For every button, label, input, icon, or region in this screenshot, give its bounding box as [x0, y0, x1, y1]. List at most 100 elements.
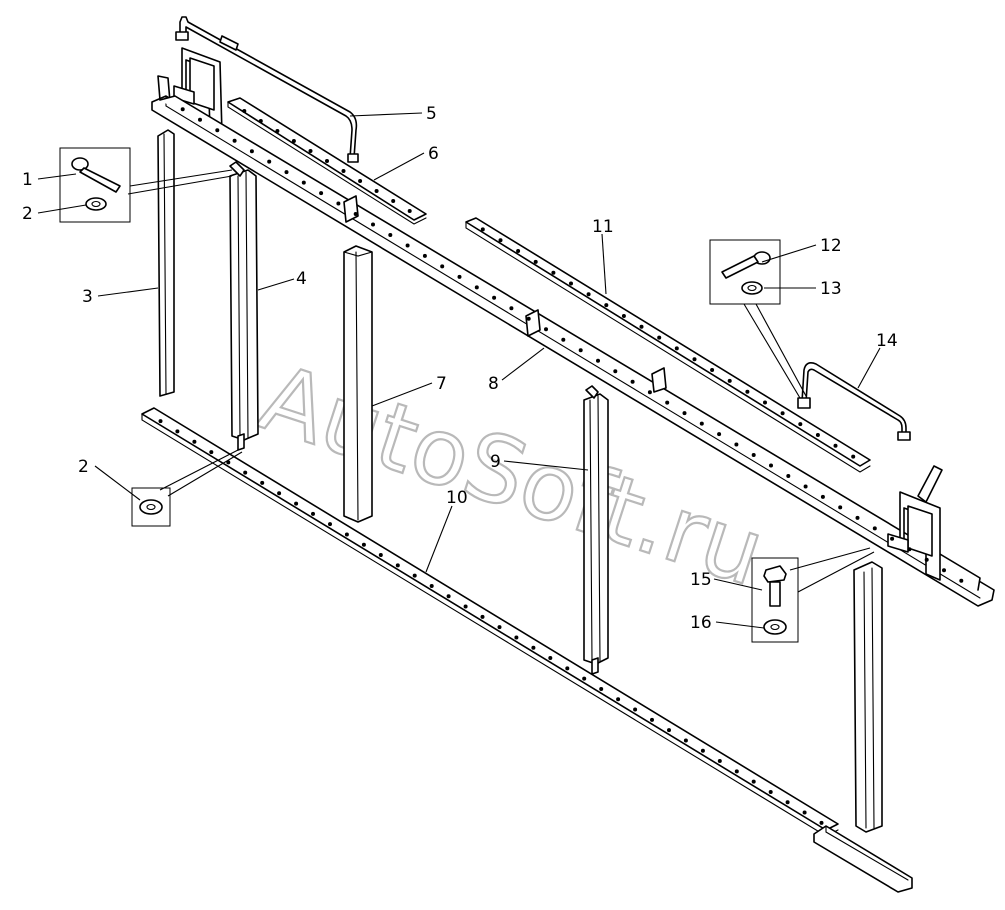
mounting-hole — [429, 584, 434, 588]
mounting-hole — [422, 253, 427, 258]
mounting-hole — [175, 429, 180, 434]
right-channel-post — [853, 561, 883, 833]
mounting-hole — [258, 119, 263, 123]
mounting-hole — [717, 759, 722, 763]
mounting-hole — [226, 460, 231, 465]
bottom-right-angle — [813, 825, 913, 893]
mounting-hole — [353, 212, 358, 216]
mounting-hole — [544, 327, 548, 332]
mounting-hole — [924, 557, 929, 562]
mounting-hole — [692, 357, 697, 362]
mounting-hole — [492, 295, 497, 300]
mounting-hole — [243, 470, 248, 475]
mounting-hole — [745, 389, 750, 394]
mounting-hole — [405, 243, 410, 248]
lock-washer-icon — [763, 619, 787, 635]
mounting-hole — [633, 707, 638, 712]
mounting-hole — [198, 117, 202, 122]
mounting-hole — [734, 769, 739, 774]
mounting-hole — [768, 790, 773, 794]
label-11: 11 — [592, 217, 614, 237]
mounting-hole — [616, 697, 621, 702]
mounting-hole — [344, 532, 349, 537]
mounting-hole — [516, 249, 521, 253]
mounting-hole — [907, 547, 912, 552]
mounting-hole — [621, 314, 626, 318]
label-12: 12 — [820, 236, 842, 256]
mounting-hole — [599, 687, 604, 691]
mounting-hole — [311, 511, 315, 516]
mounting-hole — [683, 738, 688, 743]
mounting-hole — [727, 378, 732, 383]
part-8-top-rail — [151, 95, 995, 607]
watermark-text: AutoSoft.ru — [248, 344, 776, 607]
mounting-hole — [734, 442, 739, 447]
mounting-hole — [395, 563, 400, 568]
label-8: 8 — [488, 374, 499, 394]
mounting-hole — [769, 463, 773, 468]
callout-box-2-lower — [131, 449, 243, 527]
mounting-hole — [665, 400, 670, 405]
part-14-handle-bar — [797, 362, 911, 441]
mounting-hole — [596, 358, 600, 363]
mounting-hole — [565, 666, 570, 671]
pin-head-icon — [71, 157, 89, 171]
mounting-hole — [457, 274, 462, 279]
mounting-hole — [798, 422, 803, 427]
mounting-hole — [551, 270, 556, 275]
label-3: 3 — [82, 287, 93, 307]
mounting-hole — [267, 159, 272, 164]
label-2-lower: 2 — [78, 457, 89, 477]
mounting-hole — [371, 222, 375, 227]
mounting-hole — [531, 645, 536, 650]
left-bracket — [157, 47, 223, 135]
mounting-hole — [192, 439, 197, 444]
mounting-hole — [582, 676, 587, 681]
mounting-hole — [569, 281, 573, 286]
label-2-upper: 2 — [22, 204, 33, 224]
mounting-hole — [872, 526, 877, 531]
mounting-hole — [682, 411, 687, 416]
mounting-hole — [480, 227, 485, 232]
mounting-hole — [336, 201, 341, 206]
mounting-hole — [548, 656, 553, 660]
label-16: 16 — [690, 613, 712, 633]
mounting-hole — [180, 107, 185, 112]
mounting-hole — [158, 419, 163, 424]
mounting-hole — [650, 717, 654, 722]
part-4-channel-post — [229, 161, 259, 451]
part-7-tube-post — [343, 245, 373, 523]
mounting-hole — [959, 578, 964, 583]
mounting-hole — [215, 128, 220, 133]
mounting-hole — [374, 189, 379, 193]
mounting-hole — [630, 379, 635, 384]
label-6: 6 — [428, 144, 439, 164]
mounting-hole — [480, 614, 485, 619]
mounting-hole — [319, 191, 324, 196]
mounting-hole — [751, 453, 756, 457]
part-5-handle-bar — [175, 16, 359, 163]
part-number-labels: 1 2 3 4 5 6 7 8 9 10 11 12 13 14 2 15 16 — [22, 104, 898, 633]
label-13: 13 — [820, 279, 842, 299]
part-9-channel-post — [583, 385, 609, 675]
mounting-hole — [674, 346, 679, 351]
callout-box-12-13 — [709, 239, 807, 399]
bolt-head-icon — [763, 565, 787, 583]
mounting-hole — [358, 179, 363, 183]
mounting-hole — [533, 259, 538, 264]
mounting-hole — [391, 199, 396, 203]
mounting-hole — [308, 149, 313, 153]
mounting-hole — [463, 604, 468, 609]
mounting-hole — [291, 139, 296, 143]
mounting-hole — [388, 233, 393, 237]
label-10: 10 — [446, 488, 468, 508]
mounting-hole — [578, 348, 583, 353]
mounting-hole — [604, 303, 609, 308]
mounting-hole — [786, 474, 791, 478]
pin-shank-icon — [721, 255, 759, 279]
mounting-hole — [942, 568, 946, 573]
mounting-hole — [328, 522, 332, 527]
mounting-hole — [820, 494, 825, 499]
mounting-hole — [700, 748, 705, 753]
